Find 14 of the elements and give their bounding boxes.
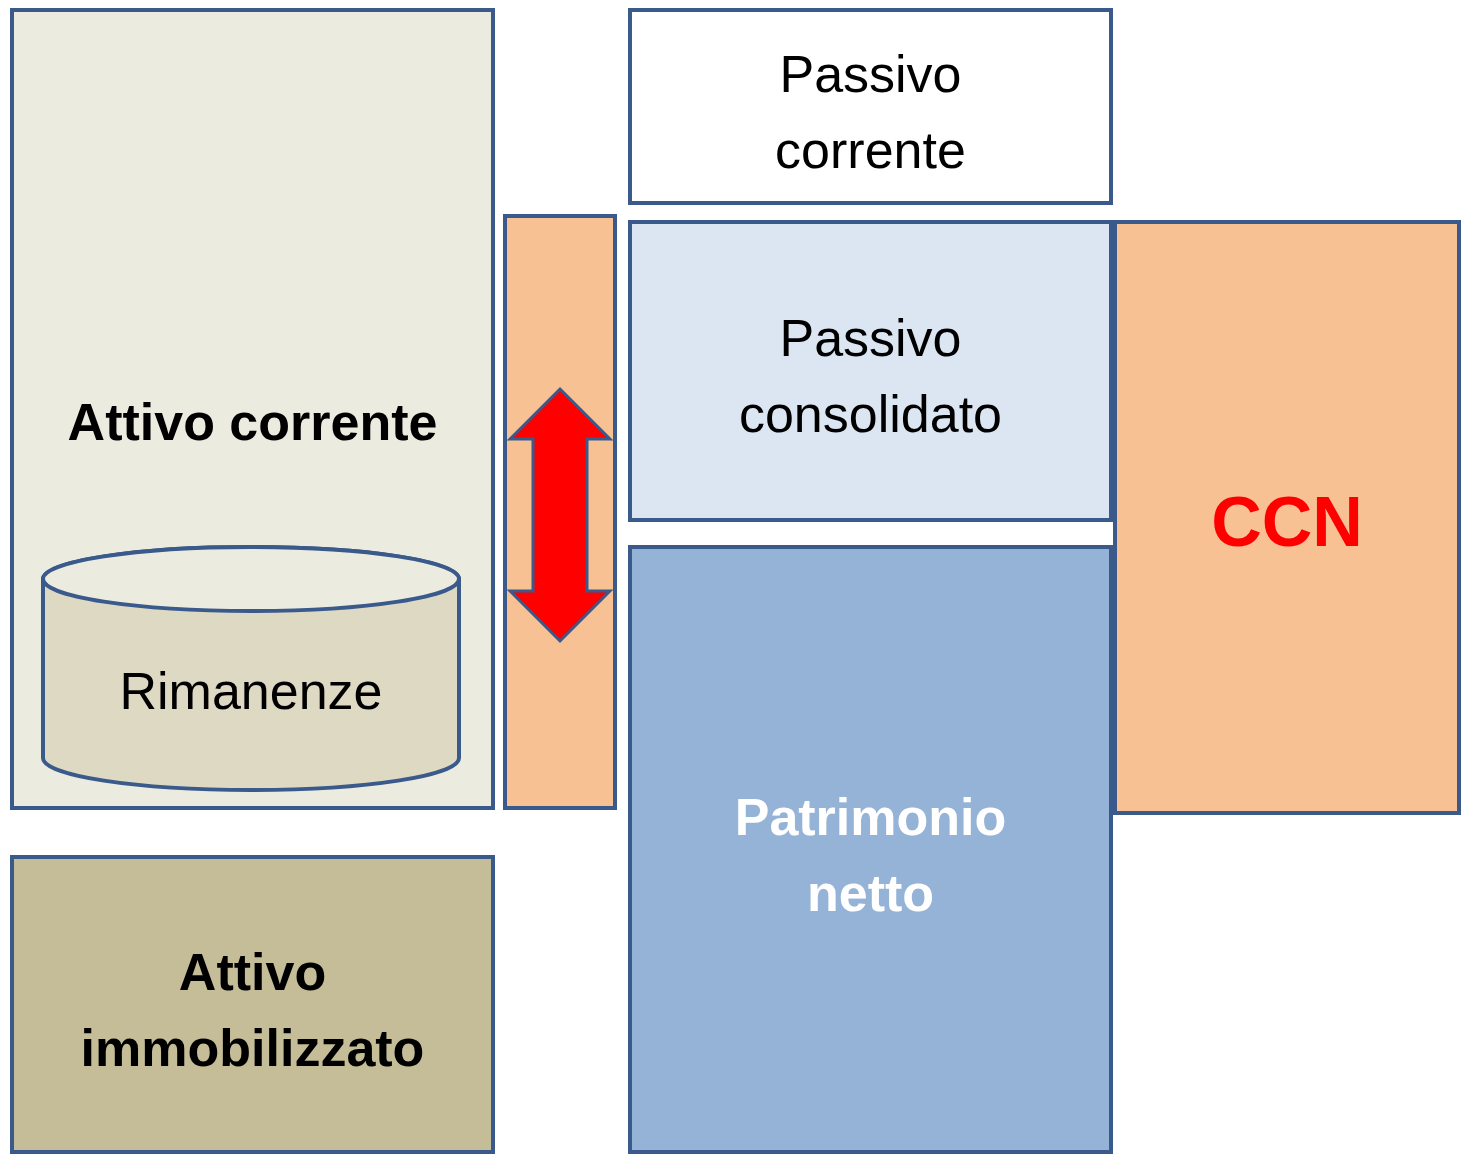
asset-block — [10, 8, 495, 810]
block-label: Attivo corrente — [67, 392, 438, 453]
block-label: Passivo corrente — [774, 44, 967, 181]
asset-block — [10, 855, 495, 1154]
block-label: CCN — [1211, 484, 1363, 560]
block-label: Passivo consolidato — [737, 308, 1004, 445]
equity-block — [628, 545, 1113, 1154]
liability-block — [628, 220, 1113, 522]
working-capital-block — [1113, 220, 1461, 815]
block-label: Attivo immobilizzato — [79, 942, 426, 1079]
liability-block — [628, 8, 1113, 205]
block-label: Patrimonio netto — [733, 787, 1008, 924]
block-label: Rimanenze — [119, 661, 383, 722]
range-bar — [503, 214, 617, 810]
